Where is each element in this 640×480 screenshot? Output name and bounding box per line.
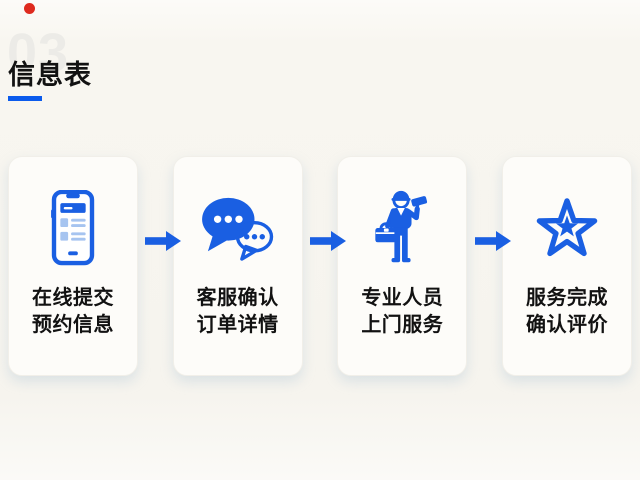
step-label: 专业人员 上门服务 <box>361 287 444 336</box>
step-label: 服务完成 确认评价 <box>525 287 608 336</box>
step-card-service-complete: 服务完成 确认评价 <box>501 156 632 376</box>
step-card-service-confirm: 客服确认 订单详情 <box>172 156 303 376</box>
chat-bubbles-icon <box>199 187 277 269</box>
arrow-right-icon <box>138 228 182 254</box>
step-card-onsite-service: 专业人员 上门服务 <box>337 156 468 376</box>
process-flow: 在线提交 预约信息 <box>8 156 632 376</box>
title-underline <box>8 96 42 101</box>
step-label: 客服确认 订单详情 <box>196 287 279 336</box>
repair-worker-icon <box>373 187 431 269</box>
star-rating-icon <box>534 187 600 269</box>
step-label: 在线提交 预约信息 <box>32 287 114 336</box>
watermark-number: 03 <box>7 23 70 83</box>
arrow-right-icon <box>303 228 346 254</box>
arrow-right-icon <box>468 228 511 254</box>
smartphone-form-icon <box>50 187 96 269</box>
step-card-online-submit: 在线提交 预约信息 <box>8 156 138 376</box>
red-dot <box>24 3 35 14</box>
page-title: 信息表 <box>8 60 92 90</box>
